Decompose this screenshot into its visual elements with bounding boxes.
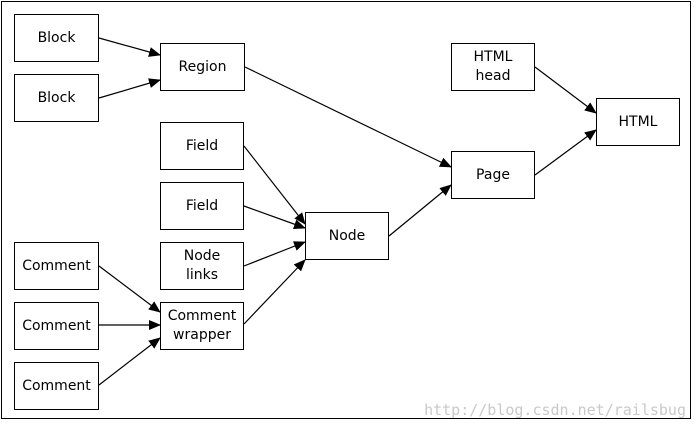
comment-wrapper-node: Comment wrapper: [160, 302, 244, 350]
comment-node-1: Comment: [14, 242, 99, 290]
arrow-htmlhead-to-html: [534, 66, 597, 114]
arrow-commentwrapper-to-node: [243, 259, 306, 325]
field-node-2: Field: [160, 182, 244, 230]
node-links-node: Node links: [160, 242, 244, 290]
html-node: HTML: [596, 98, 680, 146]
node-node: Node: [305, 212, 389, 260]
arrow-comment3-to-commentwrapper: [98, 337, 161, 386]
arrow-comment1-to-commentwrapper: [98, 265, 161, 313]
arrow-block1-to-region: [98, 37, 161, 57]
region-node: Region: [160, 43, 245, 91]
arrow-field2-to-node: [243, 205, 306, 229]
arrow-node-to-page: [388, 184, 452, 237]
arrow-page-to-html: [534, 129, 597, 176]
arrow-block2-to-region: [98, 78, 161, 99]
watermark-text: http://blog.csdn.net/railsbug: [424, 401, 686, 419]
arrow-nodelinks-to-node: [243, 241, 306, 267]
comment-node-3: Comment: [14, 362, 99, 410]
block-node-1: Block: [14, 14, 99, 62]
diagram-frame: [1, 1, 691, 419]
comment-node-2: Comment: [14, 302, 99, 350]
field-node-1: Field: [160, 122, 244, 170]
arrow-field1-to-node: [243, 145, 306, 225]
html-head-node: HTML head: [451, 43, 535, 91]
arrow-region-to-page: [244, 66, 452, 168]
page-node: Page: [451, 151, 535, 199]
block-node-2: Block: [14, 74, 99, 122]
